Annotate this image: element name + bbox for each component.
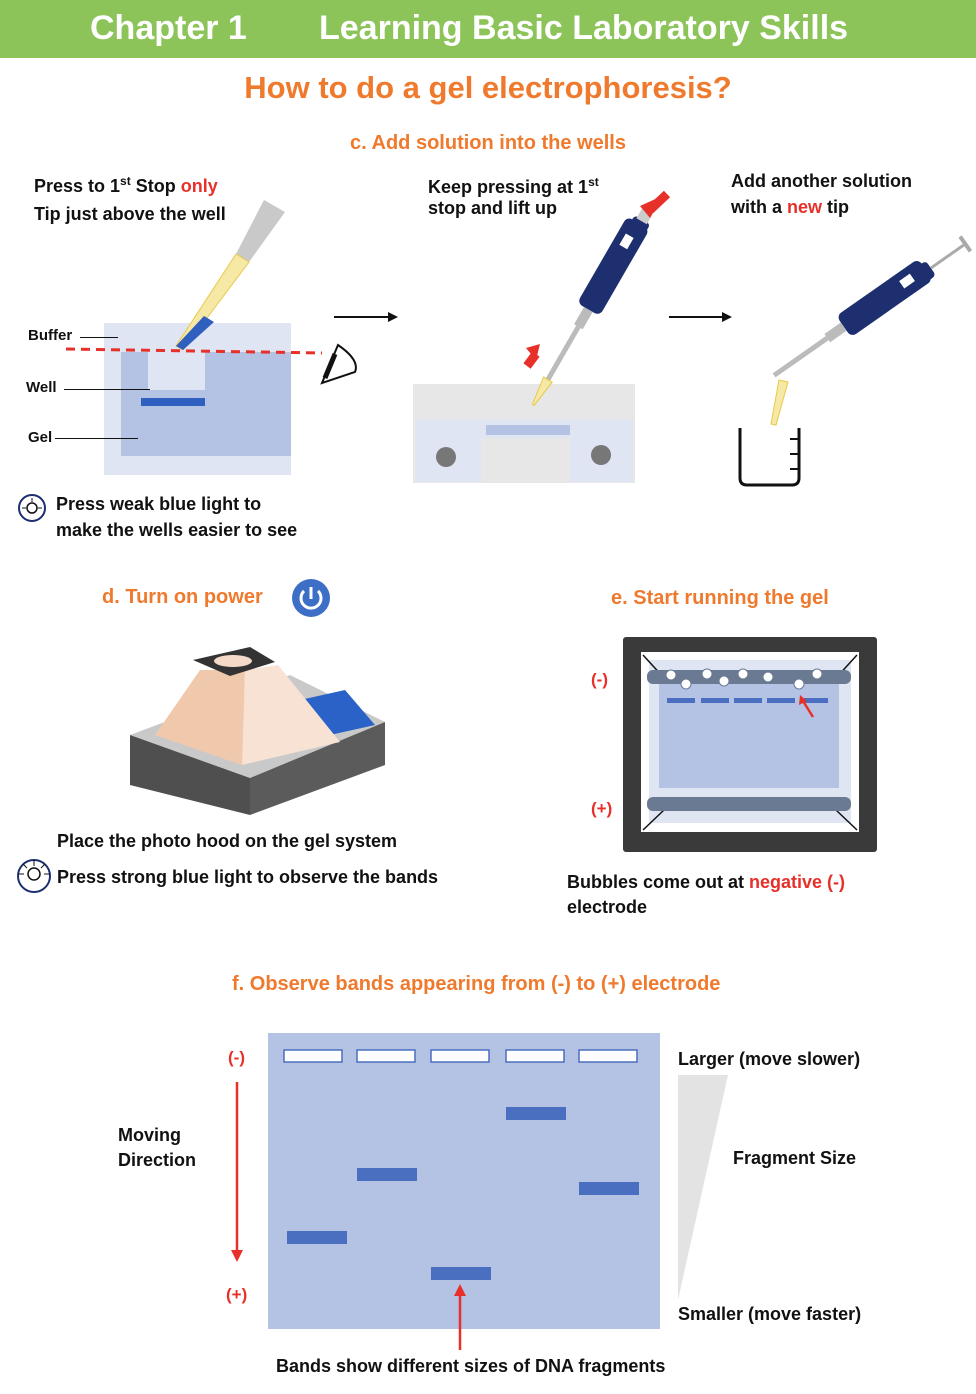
gel-negative-label: (-) (591, 670, 608, 689)
pipette-new-tip (738, 235, 973, 487)
moving-label-line2: Direction (118, 1150, 197, 1170)
strong-light-icon (17, 859, 51, 893)
gel-positive-label: (+) (591, 799, 613, 818)
step1-line2: Tip just above the well (34, 204, 226, 224)
section-e-title: e. Start running the gel (611, 587, 829, 609)
bubbles-caption-line1: Bubbles come out at negative (-) (567, 872, 846, 892)
weak-light-line1: Press weak blue light to (56, 494, 262, 514)
well-label: Well (26, 379, 57, 396)
bubbles-caption-line2: electrode (567, 897, 648, 917)
weak-light-icon (18, 494, 46, 522)
chapter-number: Chapter 1 (90, 9, 247, 47)
strong-light-caption: Press strong blue light to observe the b… (57, 867, 439, 887)
step-arrows (334, 312, 732, 322)
pipette-pressing (413, 190, 671, 483)
larger-label: Larger (move slower) (678, 1049, 861, 1069)
bands-caption: Bands show different sizes of DNA fragme… (276, 1356, 666, 1376)
eye-icon (320, 343, 357, 385)
gel-label: Gel (28, 429, 53, 446)
weak-light-line2: make the wells easier to see (56, 520, 298, 540)
step1-line1: Press to 1st Stop only (34, 174, 218, 196)
section-c-title: c. Add solution into the wells (350, 132, 626, 154)
step2-line2: stop and lift up (428, 198, 557, 218)
section-f-title: f. Observe bands appearing from (-) to (… (232, 973, 721, 995)
well-diagram (65, 200, 357, 475)
chapter-header-bar (0, 0, 976, 58)
page-title: How to do a gel electrophoresis? (244, 70, 732, 105)
step3-line1: Add another solution (731, 171, 912, 191)
step3-line2: with a new tip (731, 197, 850, 217)
section-d-title: d. Turn on power (102, 586, 263, 608)
photo-hood-caption: Place the photo hood on the gel system (57, 831, 398, 851)
moving-label-line1: Moving (118, 1125, 181, 1145)
step2-line1: Keep pressing at 1st (428, 175, 599, 197)
bands-positive-label: (+) (226, 1285, 248, 1304)
smaller-label: Smaller (move faster) (678, 1304, 862, 1324)
buffer-label: Buffer (28, 327, 73, 344)
photo-hood-illustration (130, 647, 385, 815)
gel-running-illustration (623, 637, 877, 852)
chapter-title: Learning Basic Laboratory Skills (319, 9, 849, 47)
fragment-size-label: Fragment Size (733, 1148, 857, 1168)
power-icon (292, 579, 330, 617)
bands-negative-label: (-) (228, 1048, 245, 1067)
